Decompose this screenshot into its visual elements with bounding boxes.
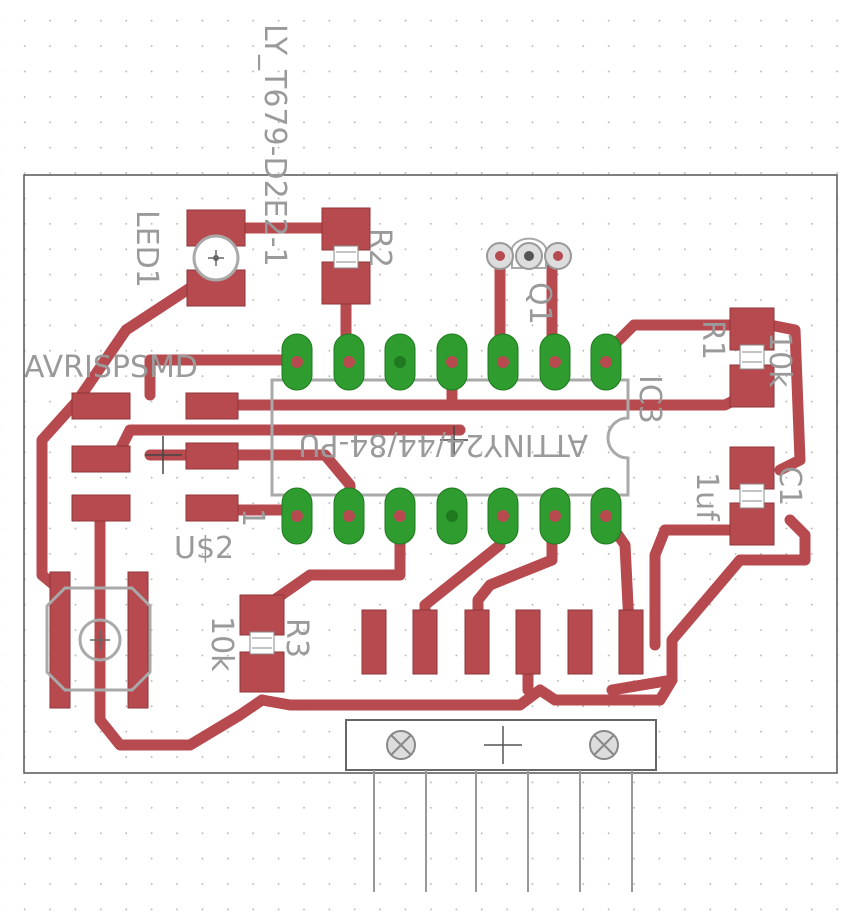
ic-value-label: ATTINY24/44/84-PU	[298, 427, 588, 462]
crosshair-icon	[484, 726, 522, 764]
led-circle-icon	[192, 234, 240, 282]
r1-value-label: 10k	[762, 332, 797, 388]
smd-pads	[49, 207, 775, 709]
header-connector	[345, 719, 657, 892]
silkscreen-outlines	[45, 234, 765, 692]
ic3-through-hole-pads	[281, 333, 622, 545]
q1-label: Q1	[522, 282, 557, 325]
ic3-label: IC3	[632, 375, 667, 424]
led1-label: LED1	[129, 210, 164, 288]
c1-label: C1	[772, 466, 807, 506]
r3-label: R3	[279, 618, 314, 658]
c1-value-label: 1uf	[689, 472, 724, 522]
pin1-label: 1	[235, 508, 270, 527]
r1-label: R1	[695, 320, 730, 360]
isp-label: AVRISPSMD	[24, 350, 198, 385]
origin-crosshairs	[145, 426, 468, 474]
board-outline	[23, 174, 838, 774]
r3-value-label: 10k	[204, 616, 239, 672]
r2-label: R2	[362, 228, 397, 268]
pushbutton-icon	[45, 586, 152, 692]
board-name-label: LY_T679-D2E2-1	[257, 24, 292, 267]
us2-label: U$2	[174, 531, 234, 566]
q1-through-hole-pads	[486, 242, 572, 270]
